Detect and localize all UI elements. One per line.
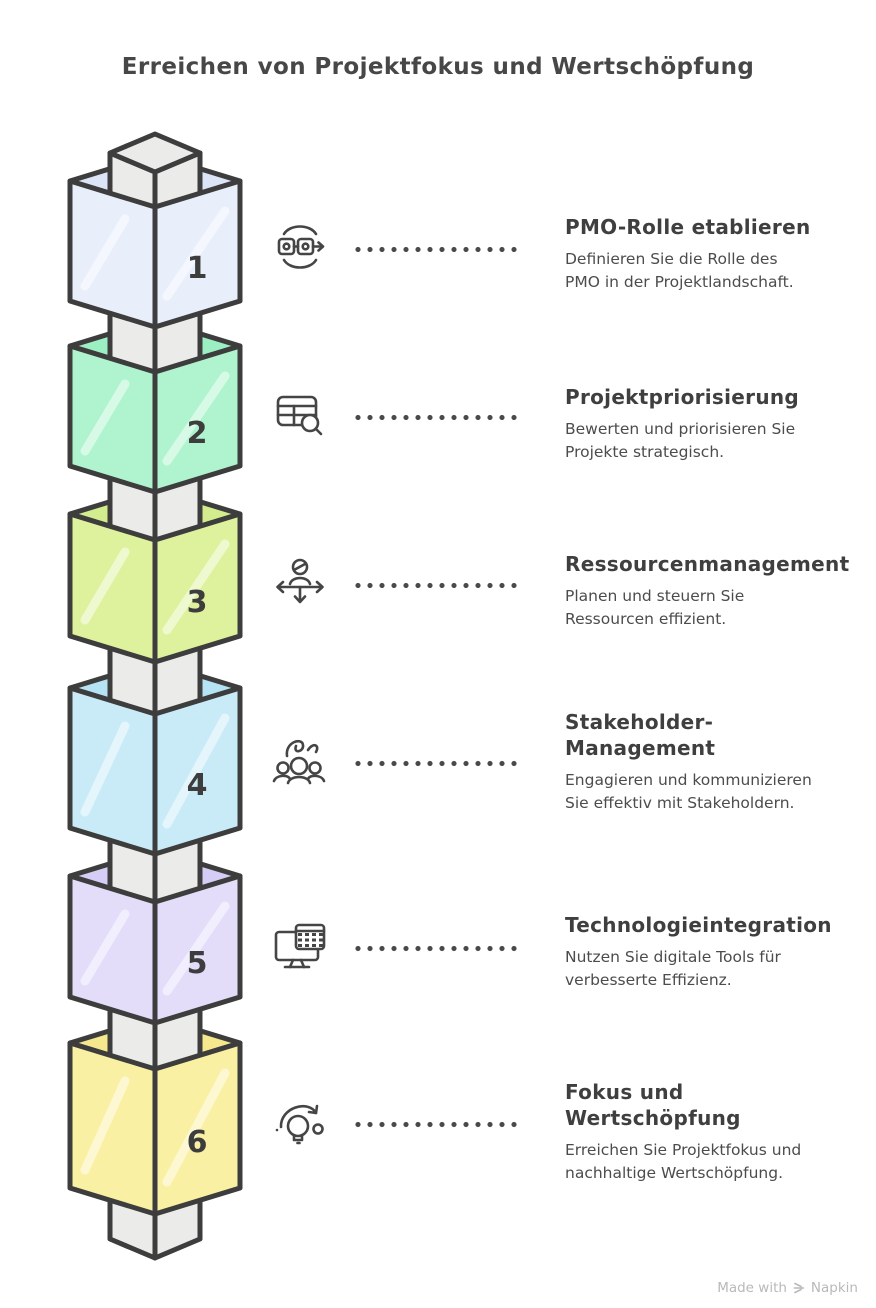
dotted-connector [352,582,520,589]
made-with-napkin-link[interactable]: Made with Napkin [717,1280,858,1296]
step-3-desc: Planen und steuern Sie Ressourcen effizi… [565,587,745,629]
step-6-text: Fokus und Wertschöpfung Erreichen Sie Pr… [565,1079,865,1186]
step-3-text: Ressourcenmanagement Planen und steuern … [565,551,865,632]
step-1-title: PMO-Rolle etablieren [565,215,811,239]
napkin-brand-label: Napkin [810,1280,858,1296]
step-2-title: Projektpriorisierung [565,385,800,409]
step-3-title: Ressourcenmanagement [565,552,850,576]
block-3: 3 [67,511,243,665]
step-1-text: PMO-Rolle etablieren Definieren Sie die … [565,214,865,295]
dotted-connector [352,945,520,952]
step-5-title: Technologieintegration [565,913,832,937]
bulb-cycle-icon [272,1096,328,1148]
block-2: 2 [67,343,243,495]
step-2-desc: Bewerten und priorisieren Sie Projekte s… [565,420,796,462]
block-1-number: 1 [187,251,208,286]
people-group-icon [272,735,328,787]
dotted-connector [352,1121,520,1128]
block-5: 5 [67,873,243,1026]
step-6-title: Fokus und Wertschöpfung [565,1080,741,1130]
step-5-desc: Nutzen Sie digitale Tools für verbessert… [565,948,781,990]
dotted-connector [352,414,520,421]
dotted-connector [352,246,520,253]
step-4-title: Stakeholder- Management [565,710,716,760]
block-tower-illustration: 1 2 3 4 [67,131,243,1261]
step-4-desc: Engagieren und kommunizieren Sie effekti… [565,771,812,813]
step-1-desc: Definieren Sie die Rolle des PMO in der … [565,250,794,292]
person-arrows-icon [272,557,328,609]
napkin-chevrons-icon [792,1281,806,1295]
block-4: 4 [67,685,243,857]
made-with-label: Made with [717,1280,787,1296]
block-6: 6 [67,1040,243,1217]
step-6-desc: Erreichen Sie Projektfokus und nachhalti… [565,1141,802,1183]
monitor-table-icon [272,920,328,972]
block-4-number: 4 [187,768,208,803]
block-2-number: 2 [187,416,208,451]
step-4-text: Stakeholder- Management Engagieren und k… [565,709,865,816]
block-1: 1 [67,178,243,330]
step-2-text: Projektpriorisierung Bewerten und priori… [565,384,865,465]
block-6-number: 6 [187,1125,208,1160]
block-5-number: 5 [187,946,208,981]
step-5-text: Technologieintegration Nutzen Sie digita… [565,912,865,993]
process-flow-icon [272,221,328,273]
dotted-connector [352,760,520,767]
block-3-number: 3 [187,585,208,620]
page-title: Erreichen von Projektfokus und Wertschöp… [121,54,755,80]
table-search-icon [272,389,328,441]
